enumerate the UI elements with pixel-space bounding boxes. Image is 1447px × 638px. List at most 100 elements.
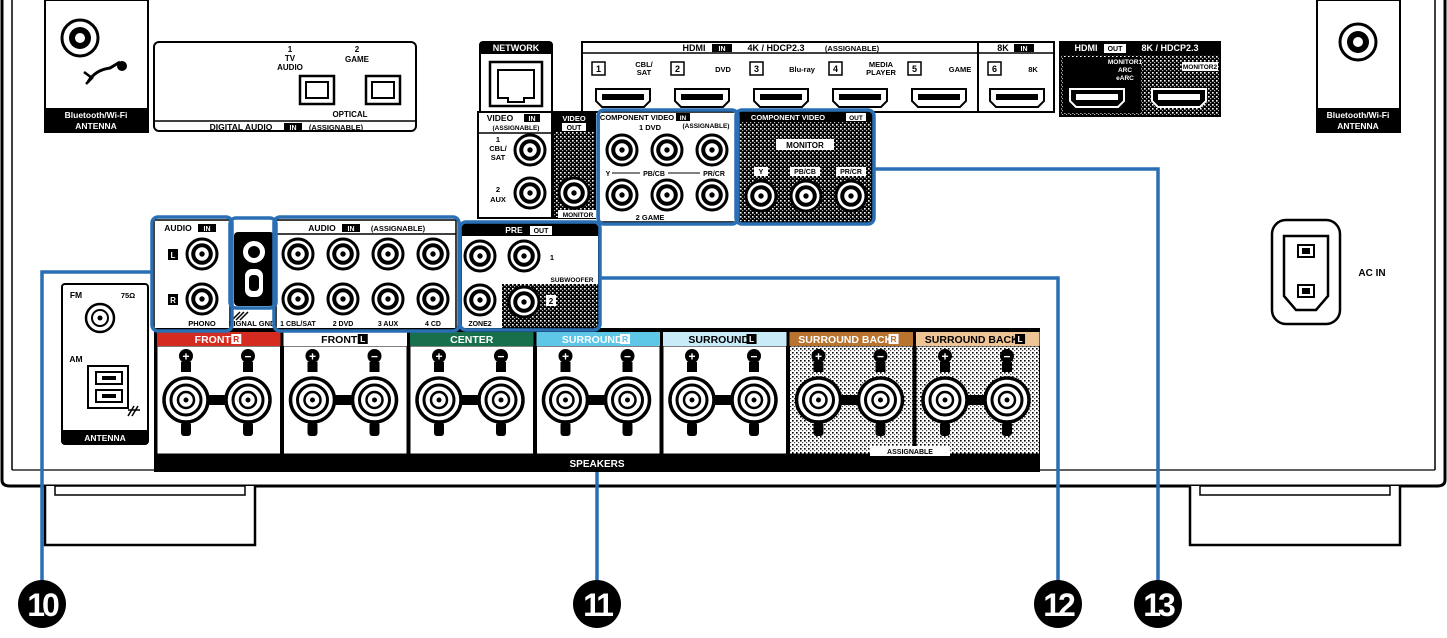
hdmi-input-port-4[interactable] xyxy=(832,88,888,108)
ac-in-inlet[interactable] xyxy=(1270,218,1342,326)
signal-gnd-terminal[interactable]: SIGNAL GND xyxy=(229,232,277,328)
callout-number: 11 xyxy=(583,587,613,623)
speaker-channel-name: SURROUND xyxy=(562,334,623,346)
svg-text:75Ω: 75Ω xyxy=(121,291,135,300)
bluetooth-antenna-left[interactable]: Bluetooth/Wi-Fi ANTENNA xyxy=(44,0,149,133)
svg-text:PRE: PRE xyxy=(505,225,523,235)
speaker-minus-terminal[interactable]: − xyxy=(856,349,905,436)
audio-in-4-r-jack[interactable] xyxy=(416,282,450,316)
speaker-channel-name: CENTER xyxy=(450,334,494,346)
audio-in-3-r-jack[interactable] xyxy=(371,282,405,316)
video-in-2-jack[interactable] xyxy=(513,176,547,210)
component-in-pr-jack[interactable] xyxy=(695,133,729,167)
component-out-y-jack[interactable] xyxy=(744,179,778,213)
svg-text:1: 1 xyxy=(550,253,554,262)
audio-in-3-l-jack[interactable] xyxy=(371,237,405,271)
audio-in-2-r-jack[interactable] xyxy=(326,282,360,316)
optical-input-1[interactable] xyxy=(298,74,336,106)
component-in-y-jack[interactable] xyxy=(605,133,639,167)
speaker-plus-terminal[interactable]: + xyxy=(288,349,337,436)
antenna-label-2: ANTENNA xyxy=(1337,121,1379,131)
hdmi-input-port-1[interactable] xyxy=(595,88,651,108)
hdmi-out-section: HDMI OUT 8K / HDCP2.3 MONITOR1 ARC eARC … xyxy=(1059,41,1221,117)
speaker-plus-terminal[interactable]: + xyxy=(921,349,969,436)
callout-10: 10 xyxy=(18,580,66,628)
speaker-minus-terminal[interactable]: − xyxy=(477,349,525,436)
svg-text:IN: IN xyxy=(680,115,687,122)
svg-text:COMPONENT VIDEO: COMPONENT VIDEO xyxy=(600,113,674,122)
speaker-minus-terminal[interactable]: − xyxy=(730,349,778,436)
hdmi-input-port-3[interactable] xyxy=(753,88,809,108)
svg-text:2: 2 xyxy=(549,297,554,306)
svg-text:PHONO: PHONO xyxy=(188,319,216,328)
antenna-label-1: Bluetooth/Wi-Fi xyxy=(1327,110,1390,120)
svg-text:IN: IN xyxy=(348,226,355,233)
speaker-minus-terminal[interactable]: − xyxy=(603,349,652,436)
speaker-plus-terminal[interactable]: + xyxy=(541,349,590,436)
audio-in-2-l-jack[interactable] xyxy=(326,237,360,271)
fm-antenna-jack[interactable] xyxy=(84,302,116,334)
am-antenna-terminal[interactable] xyxy=(87,365,140,417)
speaker-channel-3: CENTER +− xyxy=(409,332,534,455)
hdmi-input-label: GAME xyxy=(949,65,972,74)
svg-text:IN: IN xyxy=(719,46,726,53)
callout-number: 13 xyxy=(1143,587,1175,623)
svg-text:SAT: SAT xyxy=(491,153,506,162)
component-in-pb-jack[interactable] xyxy=(650,133,684,167)
speaker-channel-name: SURROUND BACK xyxy=(925,334,1019,346)
svg-text:8K: 8K xyxy=(997,43,1009,53)
network-port[interactable]: NETWORK xyxy=(479,41,553,115)
svg-text:(ASSIGNABLE): (ASSIGNABLE) xyxy=(493,125,540,132)
zone2-l-jack[interactable] xyxy=(463,239,497,273)
speaker-plus-terminal[interactable]: + xyxy=(794,349,843,436)
audio-in-4-l-jack[interactable] xyxy=(416,237,450,271)
hdmi-input-label: MEDIA xyxy=(869,60,894,69)
speaker-channel-side: R xyxy=(233,334,239,344)
component-in-2-pr-jack[interactable] xyxy=(695,178,729,212)
component-in-2-y-jack[interactable] xyxy=(605,178,639,212)
bluetooth-antenna-right[interactable]: Bluetooth/Wi-Fi ANTENNA xyxy=(1316,0,1401,133)
audio-in-1-l-jack[interactable] xyxy=(281,237,315,271)
hdmi-out-monitor1-port[interactable] xyxy=(1069,88,1125,108)
callout-12: 12 xyxy=(1034,580,1082,628)
assignable-label: ASSIGNABLE xyxy=(887,449,933,456)
component-in-2-pb-jack[interactable] xyxy=(650,178,684,212)
minus-icon: − xyxy=(371,350,378,364)
component-out-pr-jack[interactable] xyxy=(834,179,868,213)
svg-text:VIDEO: VIDEO xyxy=(487,113,514,123)
speaker-plus-terminal[interactable]: + xyxy=(162,349,210,436)
subwoofer-2-jack[interactable] xyxy=(507,285,541,319)
video-in-1-jack[interactable] xyxy=(513,133,547,167)
hdmi-input-number: 5 xyxy=(912,64,917,74)
audio-in-label: 1 CBL/SAT xyxy=(280,321,316,328)
hdmi-8k-input-port[interactable] xyxy=(989,88,1045,108)
svg-text:(ASSIGNABLE): (ASSIGNABLE) xyxy=(309,123,364,132)
svg-text:IN: IN xyxy=(204,226,211,233)
speaker-plus-terminal[interactable]: + xyxy=(668,349,716,436)
optical-input-2[interactable] xyxy=(364,74,402,106)
video-out-monitor-jack[interactable] xyxy=(557,176,591,210)
svg-text:PB/CB: PB/CB xyxy=(794,169,816,176)
speaker-minus-terminal[interactable]: − xyxy=(983,349,1031,436)
hdmi-input-port-2[interactable] xyxy=(674,88,730,108)
video-in-section: VIDEO IN (ASSIGNABLE) 1 CBL/ SAT 2 AUX xyxy=(477,111,553,219)
svg-text:OUT: OUT xyxy=(1108,46,1124,53)
subwoofer-1-jack[interactable] xyxy=(507,239,541,273)
signal-gnd-label: SIGNAL GND xyxy=(229,319,277,328)
zone2-r-jack[interactable] xyxy=(463,283,497,317)
phono-l-jack[interactable] xyxy=(185,237,219,271)
hdmi-input-label-2: SAT xyxy=(637,68,652,77)
speaker-minus-terminal[interactable]: − xyxy=(224,349,272,436)
speaker-minus-terminal[interactable]: − xyxy=(350,349,399,436)
hdmi-input-port-5[interactable] xyxy=(911,88,967,108)
hdmi-out-monitor2-port[interactable] xyxy=(1151,88,1207,108)
speaker-plus-terminal[interactable]: + xyxy=(415,349,463,436)
callout-number: 12 xyxy=(1043,587,1075,623)
phono-r-jack[interactable] xyxy=(185,282,219,316)
svg-text:CBL/: CBL/ xyxy=(489,144,507,153)
component-out-pb-jack[interactable] xyxy=(789,179,823,213)
audio-in-1-r-jack[interactable] xyxy=(281,282,315,316)
